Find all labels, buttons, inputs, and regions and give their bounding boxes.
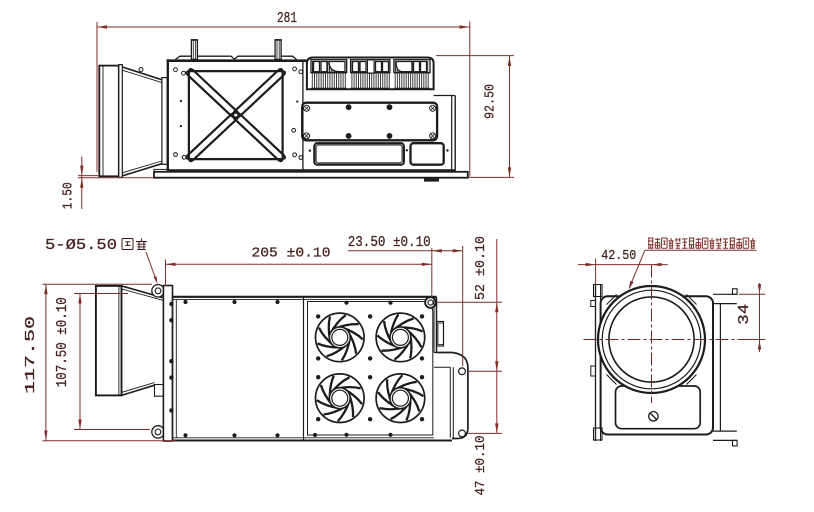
svg-text:117.50: 117.50 bbox=[23, 316, 39, 394]
svg-text:34: 34 bbox=[736, 304, 753, 325]
svg-text:92.50: 92.50 bbox=[483, 84, 499, 119]
svg-text:107.50 ±0.10: 107.50 ±0.10 bbox=[55, 297, 71, 387]
svg-text:281: 281 bbox=[277, 10, 297, 27]
svg-text:52 ±0.10: 52 ±0.10 bbox=[473, 236, 489, 300]
svg-text:5-Ø5.50: 5-Ø5.50 bbox=[45, 237, 117, 254]
svg-text:42.50: 42.50 bbox=[601, 248, 636, 264]
svg-text:23.50 ±0.10: 23.50 ±0.10 bbox=[348, 235, 431, 251]
svg-text:47 ±0.10: 47 ±0.10 bbox=[473, 436, 489, 496]
svg-text:205 ±0.10: 205 ±0.10 bbox=[252, 246, 331, 262]
svg-text:1.50: 1.50 bbox=[60, 182, 76, 209]
